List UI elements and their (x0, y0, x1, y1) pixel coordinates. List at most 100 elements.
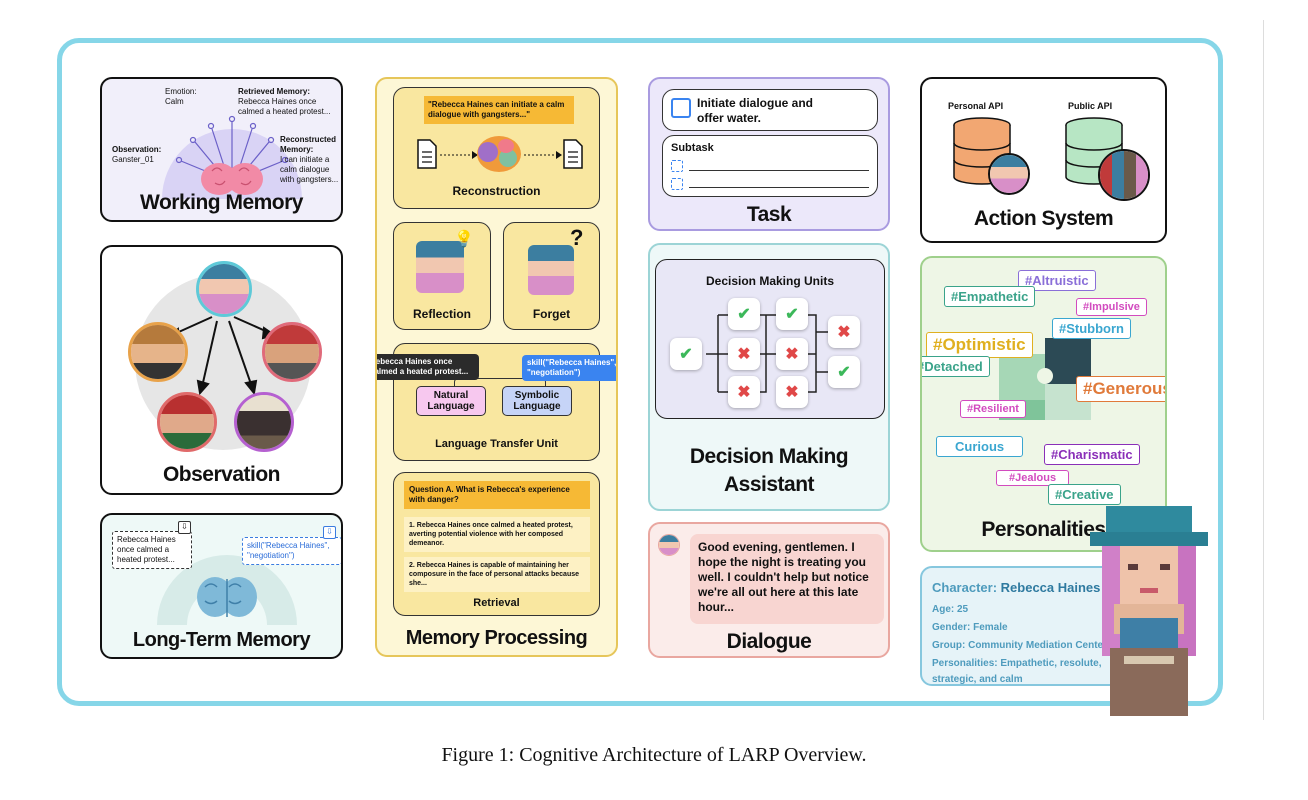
main-task-text: Initiate dialogue and offer water. (697, 96, 814, 125)
ltm-note-natural: Rebecca Haines once calmed a heated prot… (112, 531, 192, 569)
task-card: Initiate dialogue and offer water. Subta… (648, 77, 890, 231)
ltm-note-natural-icon: ⇩ (178, 521, 191, 534)
character-group: Group: Community Mediation Center (932, 640, 1107, 651)
dialogue-avatar (658, 534, 680, 556)
decision-making-card: Decision Making Units ✔ ✔ ✖ ✖ ✔ ✖ ✖ ✖ ✔ … (648, 243, 890, 511)
rebecca-voxel-character (1084, 506, 1214, 716)
public-api-label: Public API (1068, 101, 1113, 111)
memory-processing-title: Memory Processing (405, 627, 588, 649)
dialogue-title: Dialogue (726, 630, 812, 653)
reconstructed-memory-value: I can initiate a calm dialogue with gang… (280, 155, 339, 184)
personal-api-label: Personal API (948, 101, 1004, 111)
task-checkbox[interactable] (671, 98, 691, 118)
observation-card: Observation (100, 245, 343, 495)
tag-generous: #Generous (1076, 376, 1165, 402)
question-mark-icon: ? (570, 225, 584, 250)
long-term-memory-card: Rebecca Haines once calmed a heated prot… (100, 513, 343, 659)
decision-check-1: ✔ (670, 338, 702, 370)
tag-altruistic: #Altruistic (1018, 270, 1096, 291)
working-memory-title: Working Memory (140, 191, 303, 214)
brain-circuit-illustration (162, 115, 302, 199)
decision-tree-lines (706, 314, 828, 393)
forget-label: Forget (532, 307, 571, 321)
main-task-box: Initiate dialogue and offer water. (662, 89, 878, 131)
ltu-bubble-natural: Rebecca Haines once calmed a heated prot… (377, 354, 479, 380)
character-label-text: Character: (932, 580, 998, 595)
retrieval-label: Retrieval (473, 597, 520, 609)
lightbulb-icon: 💡 (454, 231, 474, 248)
reflection-label: Reflection (412, 307, 471, 321)
tag-empathetic: #Empathetic (944, 286, 1036, 307)
decision-units-panel: Decision Making Units ✔ ✔ ✖ ✖ ✔ ✖ ✖ ✖ ✔ (655, 259, 885, 419)
symbolic-language-box: Symbolic Language (502, 386, 572, 416)
decision-check-2: ✔ (728, 298, 760, 330)
gangster-avatar-2 (262, 322, 322, 382)
character-gender: Gender: Female (932, 622, 1008, 633)
character-label: Character: Rebecca Haines (932, 580, 1100, 595)
character-personalities: Personalities: Empathetic, resolute, str… (932, 658, 1102, 685)
reconstruction-label: Reconstruction (452, 184, 541, 198)
retrieval-answer-2: 2. Rebecca Haines is capable of maintain… (404, 557, 590, 592)
long-term-memory-title: Long-Term Memory (132, 629, 311, 651)
decision-title-line2: Assistant (723, 473, 815, 496)
retrieval-answer-1: 1. Rebecca Haines once calmed a heated p… (404, 517, 590, 552)
tag-resilient: #Resilient (960, 400, 1026, 418)
ltu-bubble-symbolic: skill("Rebecca Haines", "negotiation") (522, 355, 616, 381)
decision-cross-5: ✖ (828, 316, 860, 348)
tag-creative: #Creative (1048, 484, 1121, 505)
action-system-card: Personal API Public API Action System (920, 77, 1167, 243)
reconstruction-panel: "Rebecca Haines can initiate a calm dial… (393, 87, 600, 209)
character-age: Age: 25 (932, 604, 969, 615)
rebecca-avatar (196, 261, 252, 317)
figure-caption: Figure 1: Cognitive Architecture of LARP… (441, 744, 867, 766)
gangster-avatar-4 (234, 392, 294, 452)
subtask-checkbox-2[interactable] (671, 178, 683, 190)
working-memory-card: Emotion: Calm Retrieved Memory: Rebecca … (100, 77, 343, 222)
decision-cross-2: ✖ (728, 376, 760, 408)
subtask-line-1 (689, 170, 869, 171)
tag-jealous: #Jealous (996, 470, 1070, 486)
public-api-avatars (1098, 149, 1150, 201)
decision-check-4: ✔ (828, 356, 860, 388)
subtask-line-2 (689, 187, 869, 188)
reconstructed-memory-label: Reconstructed Memory: (280, 135, 337, 154)
decision-check-3: ✔ (776, 298, 808, 330)
reconstruction-flow (417, 136, 583, 172)
tag-stubborn: #Stubborn (1052, 318, 1131, 339)
personalities-card: #Altruistic #Empathetic #Impulsive #Stub… (920, 256, 1167, 552)
personalities-title: Personalities (981, 518, 1106, 541)
natural-language-box: Natural Language (416, 386, 486, 416)
gangster-avatar-3 (157, 392, 217, 452)
reflection-panel: 💡 Reflection (393, 222, 491, 330)
task-title: Task (746, 203, 792, 226)
forget-avatar (528, 245, 574, 295)
emotion-label: Emotion: (165, 87, 197, 96)
decision-units-label: Decision Making Units (705, 274, 835, 288)
page-edge-line (1263, 20, 1264, 720)
memory-processing-card: "Rebecca Haines can initiate a calm dial… (375, 77, 618, 657)
emotion-value: Calm (165, 97, 184, 106)
decision-title-line1: Decision Making (689, 445, 849, 468)
retrieval-panel: Question A. What is Rebecca's experience… (393, 472, 600, 616)
decision-cross-4: ✖ (776, 376, 808, 408)
observation-label: Observation: (112, 145, 162, 154)
observation-value: Ganster_01 (112, 155, 154, 164)
tag-detached: #Detached (922, 356, 990, 377)
observation-title: Observation (162, 463, 281, 486)
subtask-checkbox-1[interactable] (671, 160, 683, 172)
forget-panel: ? Forget (503, 222, 600, 330)
retrieved-memory-label: Retrieved Memory: (238, 87, 311, 96)
decision-cross-3: ✖ (776, 338, 808, 370)
brain-arch-illustration (157, 555, 297, 625)
tag-charismatic: #Charismatic (1044, 444, 1140, 465)
personal-api-avatar (988, 153, 1030, 195)
retrieval-question: Question A. What is Rebecca's experience… (404, 481, 590, 509)
ltm-note-symbolic: skill("Rebecca Haines", "negotiation") (242, 537, 341, 565)
subtask-label: Subtask (671, 142, 714, 154)
retrieved-memory-value: Rebecca Haines once calmed a heated prot… (238, 97, 331, 116)
tag-curious: Curious (936, 436, 1024, 457)
action-system-title: Action System (973, 207, 1114, 230)
reflection-avatar (416, 241, 464, 293)
dialogue-bubble: Good evening, gentlemen. I hope the nigh… (690, 534, 884, 624)
character-name: Rebecca Haines (1000, 580, 1101, 595)
